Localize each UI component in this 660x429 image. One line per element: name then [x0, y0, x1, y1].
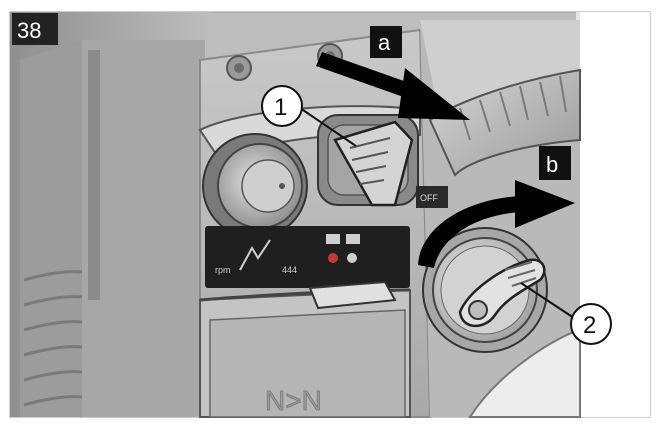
callout-2: 2 [520, 282, 612, 345]
switch-label: OFF [420, 193, 438, 203]
figure-number-badge: 38 [12, 13, 58, 45]
bolt-left [226, 55, 252, 81]
label-b-badge: b [539, 146, 571, 180]
svg-text:444: 444 [282, 265, 297, 275]
dial-lever [458, 258, 546, 328]
triangle-key [333, 120, 414, 207]
label-a-badge: a [370, 26, 402, 58]
callout-1: 1 [261, 85, 357, 147]
round-knob [202, 133, 308, 239]
instruction-strip: rpm 444 [205, 226, 410, 288]
arrow-a [316, 52, 470, 120]
lower-latch [199, 280, 411, 418]
label-a: a [378, 30, 391, 55]
callout-2-label: 2 [583, 312, 596, 339]
callout-1-label: 1 [274, 94, 287, 121]
label-b: b [546, 152, 558, 177]
svg-text:rpm: rpm [215, 265, 231, 275]
front-lettering: N>N [265, 385, 322, 416]
arrow-b [418, 180, 575, 268]
figure-number: 38 [17, 18, 41, 43]
